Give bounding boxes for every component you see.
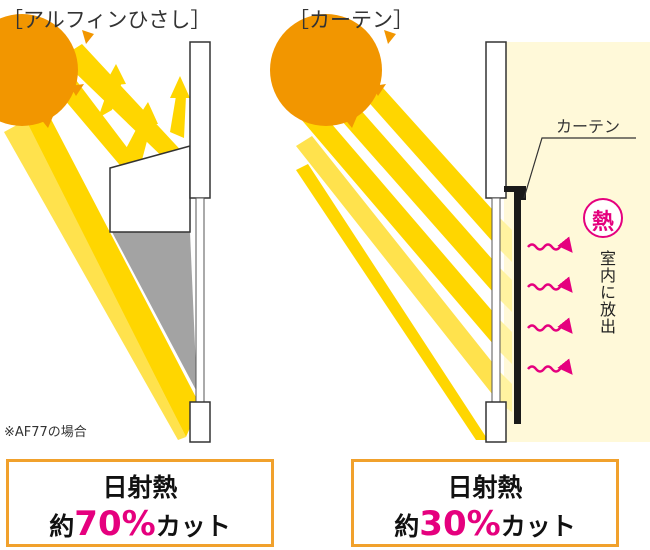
indoor-area	[504, 42, 650, 442]
curtain-ray-3	[300, 108, 500, 352]
reflected-ray-2-head	[170, 76, 190, 98]
sun-left-glow-3	[40, 114, 54, 128]
left-panel-graphics	[0, 14, 211, 443]
heat-wave-1	[527, 236, 573, 253]
sun-left-glow-1	[82, 30, 94, 44]
heat-wave-3	[527, 317, 573, 334]
awning-shadow	[112, 232, 197, 392]
right-result-percent: 30%	[419, 504, 501, 544]
transmitted-ray-3	[500, 320, 512, 364]
window-bottom-right	[485, 401, 507, 443]
sun-ray-long-2	[4, 120, 186, 440]
heat-wave-4	[527, 358, 573, 375]
window-bottom-left	[189, 401, 211, 443]
left-result-prefix: 約	[49, 512, 75, 541]
sun-left-glow-2	[70, 84, 84, 96]
curtain-label: カーテン	[556, 117, 621, 136]
sun-right-glow-2	[372, 84, 386, 96]
transmitted-ray-1	[500, 218, 512, 262]
curtain-ray-4	[296, 136, 500, 404]
left-panel-title: ［アルフィンひさし］	[2, 8, 212, 32]
left-result-box: 日射熱 約70%カット	[6, 459, 274, 547]
sun-ray-awning-1	[60, 44, 188, 170]
release-indoors-label: 室内に放出	[597, 250, 616, 335]
curtain-ray-2	[318, 82, 500, 300]
heat-circle	[583, 198, 623, 238]
sun-right	[270, 14, 382, 126]
awning	[109, 145, 191, 233]
curtain-leader-line	[523, 137, 636, 199]
reflected-ray-1-head	[134, 102, 158, 124]
heat-label: 熱	[592, 210, 615, 235]
left-result-value: 約70%カット	[9, 507, 271, 543]
window-top-left	[189, 41, 211, 199]
left-result-percent: 70%	[74, 504, 156, 544]
curtain-ray-1	[340, 58, 500, 250]
reflected-ray-3	[98, 82, 122, 118]
transmitted-ray-2	[500, 268, 512, 312]
reflected-ray-2	[170, 96, 186, 138]
right-result-heading: 日射熱	[447, 473, 523, 502]
curtain	[514, 192, 521, 424]
curtain-rail-bracket	[520, 186, 526, 200]
right-result-suffix: カット	[500, 512, 576, 541]
sun-right-glow-1	[384, 30, 396, 44]
right-result-prefix: 約	[394, 512, 420, 541]
right-result-value: 約30%カット	[354, 507, 616, 543]
sun-left	[0, 14, 78, 126]
right-result-box: 日射熱 約30%カット	[351, 459, 619, 547]
sun-right-glow-3	[344, 114, 358, 128]
curtain-ray-5	[296, 164, 488, 440]
right-panel-graphics	[270, 14, 650, 443]
window-top-right	[485, 41, 507, 199]
model-note: ※AF77の場合	[4, 425, 87, 440]
reflected-ray-3-head	[104, 64, 126, 86]
window-glass-right	[491, 197, 501, 403]
sun-ray-long-1	[18, 98, 200, 437]
window-glass-left	[195, 197, 205, 403]
sun-ray-awning-2	[58, 80, 138, 170]
heat-wave-2	[527, 276, 573, 293]
right-panel-title: ［カーテン］	[288, 8, 414, 32]
left-result-heading: 日射熱	[102, 473, 178, 502]
curtain-rail	[504, 186, 526, 192]
left-result-suffix: カット	[155, 512, 231, 541]
reflected-ray-1	[120, 122, 152, 160]
